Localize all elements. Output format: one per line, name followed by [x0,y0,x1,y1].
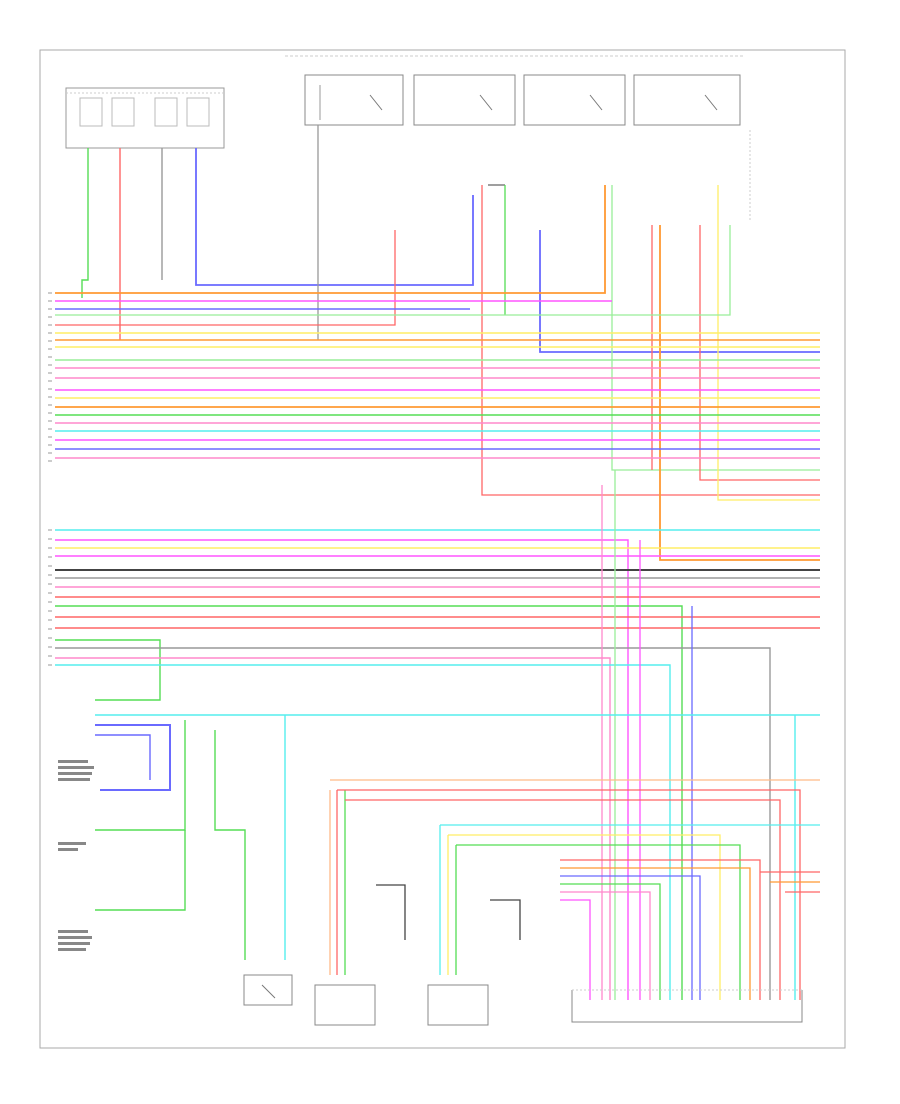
top-left-connector-block [65,87,225,149]
label-line-4 [58,778,90,781]
label-line-8 [58,936,92,939]
label-line-3 [58,772,92,775]
switch-box-2 [413,74,516,126]
top-left-drops [81,148,474,340]
label-line-10 [58,948,86,951]
switch-box-1 [304,74,404,126]
label-line-1 [58,760,88,763]
label-line-5 [58,842,86,845]
upper-harness [55,300,820,459]
switch-drops [55,125,820,561]
sensor-wiring [329,779,820,1000]
left-component-labels [58,760,94,951]
label-line-6 [58,848,78,851]
switch-box-4 [633,74,741,126]
right-sensor [427,984,489,1026]
label-line-9 [58,942,90,945]
trunk-switch [243,974,293,1006]
label-line-7 [58,930,88,933]
control-unit-drops [601,470,693,1000]
left-sensor [314,984,376,1026]
diagram-frame [39,49,846,1049]
lower-left-section [95,714,820,1000]
left-pin-markers [48,292,52,666]
control-unit [571,989,803,1023]
switch-box-3 [523,74,626,126]
label-line-2 [58,766,94,769]
